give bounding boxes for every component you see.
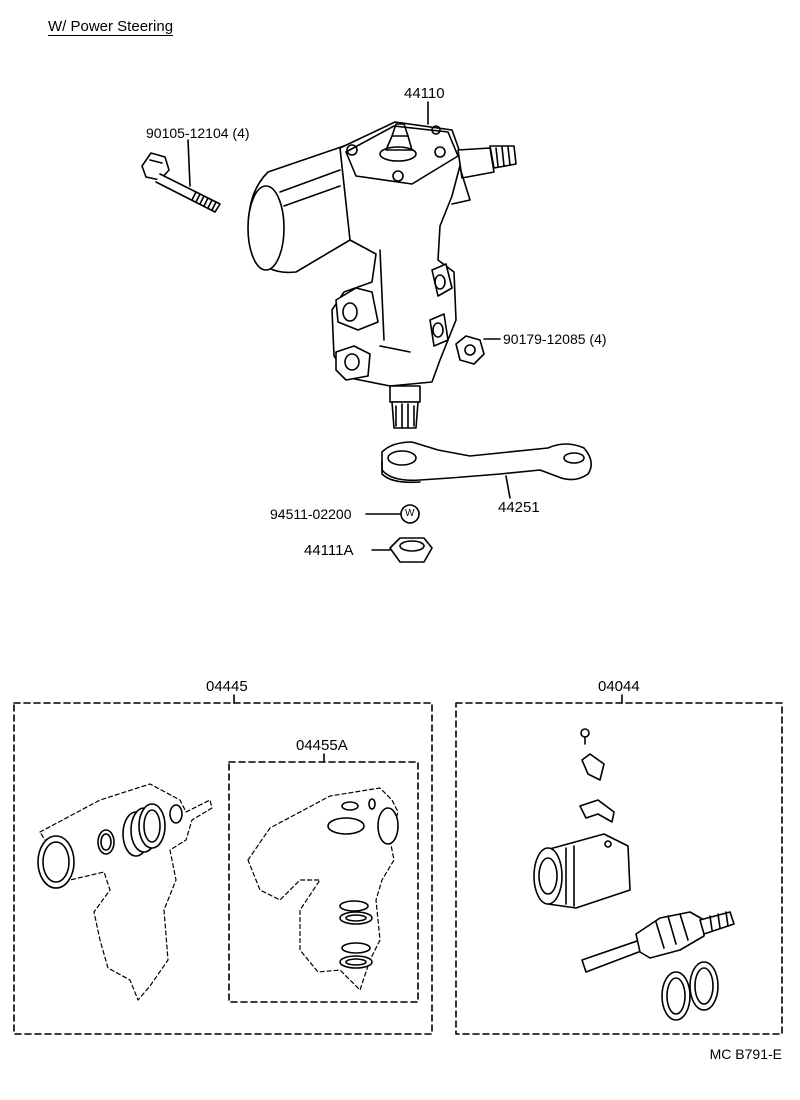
label-pitman-arm: 44251	[498, 499, 540, 516]
label-kit-04455A: 04455A	[296, 737, 348, 754]
flange-nut-drawing	[455, 335, 485, 365]
pitman-arm-leader	[505, 475, 511, 499]
label-nut: 44111A	[304, 542, 354, 559]
label-bolt: 90105-12104 (4)	[146, 125, 250, 141]
washer-mark: W	[405, 508, 415, 519]
label-kit-04445: 04445	[206, 678, 248, 695]
seal-kit-drawing	[247, 787, 399, 991]
gear-housing-drawing	[247, 121, 517, 429]
nut-drawing	[389, 537, 433, 563]
kit-box-04455A	[228, 761, 419, 1003]
label-gear-box: 44110	[404, 85, 445, 102]
gasket-kit-drawing	[37, 783, 213, 1001]
kit-box-04044	[455, 702, 783, 1035]
illustration-code: MC B791-E	[709, 1046, 782, 1062]
kit-box-04445	[13, 702, 433, 1035]
pitman-arm-drawing	[381, 441, 592, 484]
bolt-drawing	[141, 152, 221, 213]
washer-drawing	[400, 504, 420, 524]
label-kit-04044: 04044	[598, 678, 640, 695]
label-washer: 94511-02200	[270, 506, 352, 522]
page-title: W/ Power Steering	[48, 18, 174, 35]
bolt-leader	[187, 139, 191, 187]
valve-kit-drawing	[533, 728, 735, 1021]
label-flange-nut: 90179-12085 (4)	[503, 331, 607, 347]
